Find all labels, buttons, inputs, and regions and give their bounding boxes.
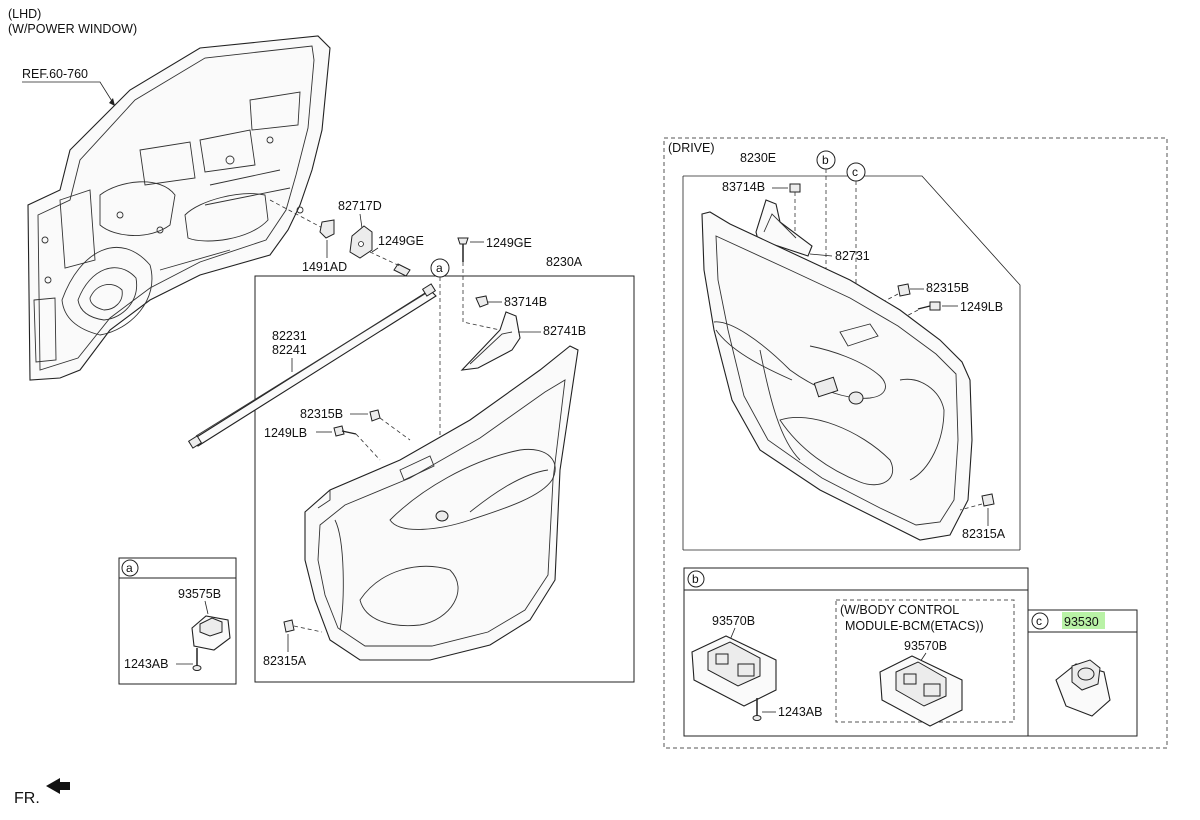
door-frame-leader xyxy=(269,199,331,233)
detail-c-callout-label: c xyxy=(1036,614,1042,628)
part-1491AD-label[interactable]: 1491AD xyxy=(302,260,347,274)
part-93530-label[interactable]: 93530 xyxy=(1064,615,1099,629)
part-82231-label[interactable]: 82231 xyxy=(272,329,307,343)
screw-1243AB-b-icon[interactable] xyxy=(752,698,762,721)
part-82241-label[interactable]: 82241 xyxy=(272,343,307,357)
screw-1249LB-drive-icon[interactable] xyxy=(917,301,941,311)
detail-c-callout[interactable] xyxy=(1031,612,1049,630)
part-82717D-label[interactable]: 82717D xyxy=(338,199,382,213)
switch-93570B-bcm-icon[interactable] xyxy=(879,655,963,727)
part-82315B-label[interactable]: 82315B xyxy=(300,407,343,421)
bcm-note-line2: MODULE-BCM(ETACS)) xyxy=(845,619,984,633)
front-indicator-label: FR. xyxy=(14,790,40,807)
weatherstrip-82231-icon[interactable] xyxy=(187,283,437,449)
clip-1491AD-icon[interactable] xyxy=(319,219,335,239)
part-83714B-drive-label[interactable]: 83714B xyxy=(722,180,765,194)
drive-section-box xyxy=(663,137,1168,749)
switch-93575B-icon[interactable] xyxy=(191,615,231,651)
detail-c-box xyxy=(1027,609,1138,737)
dash-82315A-drive xyxy=(959,503,983,511)
screw-1249LB-icon[interactable] xyxy=(333,425,357,437)
part-1249LB-label[interactable]: 1249LB xyxy=(264,426,307,440)
front-arrow-icon xyxy=(46,778,70,794)
switch-93570B-icon[interactable] xyxy=(691,635,777,707)
part-83714B-label[interactable]: 83714B xyxy=(504,295,547,309)
screw-1243AB-a-icon[interactable] xyxy=(192,648,202,671)
clip-83714B-icon[interactable] xyxy=(475,295,489,308)
clip-82315A-drive-icon[interactable] xyxy=(981,493,995,507)
header-power-window-label: (W/POWER WINDOW) xyxy=(8,22,137,36)
clip-82315A-main-icon[interactable] xyxy=(283,619,295,633)
leader-82731 xyxy=(809,253,833,257)
part-93570B-bcm-label[interactable]: 93570B xyxy=(904,639,947,653)
drive-section-title: (DRIVE) xyxy=(668,141,715,155)
switch-93530-icon[interactable] xyxy=(1055,659,1111,717)
door-frame-illustration xyxy=(27,35,331,381)
callout-c-drive-label: c xyxy=(852,165,858,179)
bcm-note-line1: (W/BODY CONTROL xyxy=(840,603,959,617)
detail-a-callout-label: a xyxy=(126,561,133,575)
detail-a-box xyxy=(118,557,237,685)
callout-b-drive-label: b xyxy=(822,153,829,167)
part-82315B-drive-label[interactable]: 82315B xyxy=(926,281,969,295)
part-8230E-label[interactable]: 8230E xyxy=(740,151,776,165)
clip-82315B-icon[interactable] xyxy=(369,409,381,422)
part-82731-label[interactable]: 82731 xyxy=(835,249,870,263)
part-8230A-label[interactable]: 8230A xyxy=(546,255,583,269)
part-1249LB-drive-label[interactable]: 1249LB xyxy=(960,300,1003,314)
part-93530-highlight xyxy=(1062,612,1105,629)
part-1243AB-b-label[interactable]: 1243AB xyxy=(778,705,822,719)
drive-bracket-line xyxy=(683,175,1021,550)
detail-a-callout[interactable] xyxy=(121,559,139,577)
handle-82741B-icon[interactable] xyxy=(460,311,521,371)
bracket-82717D-icon[interactable] xyxy=(349,225,373,259)
ref-leader-line xyxy=(22,81,116,107)
screw-1249GE-b-icon[interactable] xyxy=(457,237,469,262)
part-82315A-drive-label[interactable]: 82315A xyxy=(962,527,1006,541)
leader-93575B xyxy=(204,600,209,615)
dash-82315A-main xyxy=(293,625,323,633)
part-93575B-label[interactable]: 93575B xyxy=(178,587,221,601)
ref-arrow-icon xyxy=(109,98,115,106)
part-1243AB-a-label[interactable]: 1243AB xyxy=(124,657,168,671)
part-1249GE-label-b[interactable]: 1249GE xyxy=(486,236,532,250)
part-82741B-label[interactable]: 82741B xyxy=(543,324,586,338)
callout-a-main-label: a xyxy=(436,261,443,275)
clip-82315B-drive-icon[interactable] xyxy=(897,283,911,297)
header-lhd-label: (LHD) xyxy=(8,7,41,21)
part-93570B-label[interactable]: 93570B xyxy=(712,614,755,628)
clip-83714B-drive-icon[interactable] xyxy=(789,183,801,193)
detail-b-callout-label: b xyxy=(692,572,699,586)
door-trim-panel-8230E[interactable] xyxy=(701,211,973,541)
detail-b-callout[interactable] xyxy=(687,570,705,588)
dash-clips-main xyxy=(355,417,411,461)
leader-1249GE-a xyxy=(371,247,379,253)
door-trim-panel-8230A[interactable] xyxy=(304,345,579,661)
part-82315A-main-label[interactable]: 82315A xyxy=(263,654,307,668)
dash-1249GE-b xyxy=(462,262,501,331)
ref-label[interactable]: REF.60-760 xyxy=(22,67,88,81)
part-1249GE-label-a[interactable]: 1249GE xyxy=(378,234,424,248)
leader-82717D xyxy=(359,213,363,229)
screw-1249GE-a-icon[interactable] xyxy=(369,251,411,277)
